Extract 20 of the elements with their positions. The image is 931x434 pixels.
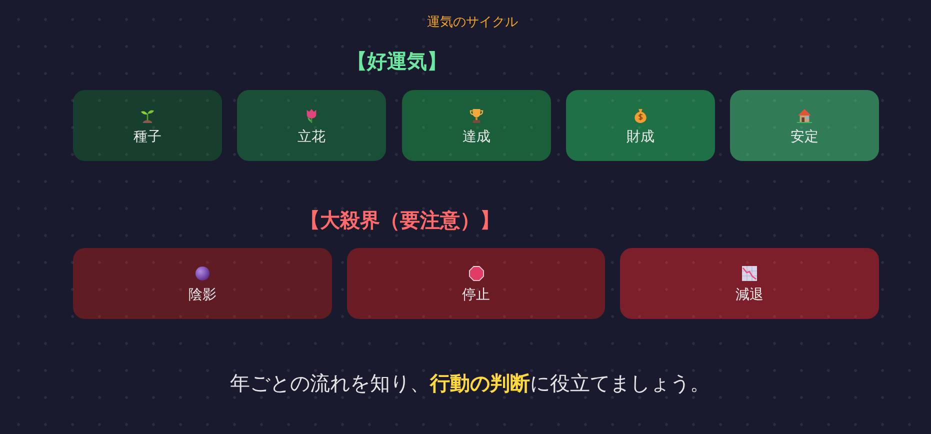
fortune-card xyxy=(730,90,879,161)
title-text: 運気のサイクル xyxy=(427,14,518,31)
section-heading: 【好運気】 xyxy=(347,48,447,75)
fortune-card xyxy=(347,248,605,319)
card-label: 立花 xyxy=(296,128,326,146)
card-label: 達成 xyxy=(462,128,492,146)
card-label: 種子 xyxy=(132,128,162,146)
card-label: 安定 xyxy=(790,128,820,146)
fortune-card xyxy=(73,248,332,319)
fortune-card xyxy=(402,90,551,161)
section-heading: 【大殺界（要注意）】 xyxy=(300,207,500,234)
card-label: 陰影 xyxy=(188,286,218,304)
caption-text: 年ごとの流れを知り、行動の判断に役立てましょう。 xyxy=(230,370,710,397)
card-label: 停止 xyxy=(461,286,491,304)
fortune-card xyxy=(237,90,386,161)
card-label: 財成 xyxy=(626,128,656,146)
card-label: 減退 xyxy=(734,286,764,304)
fortune-card xyxy=(566,90,715,161)
fortune-card xyxy=(73,90,222,161)
fortune-card xyxy=(620,248,879,319)
